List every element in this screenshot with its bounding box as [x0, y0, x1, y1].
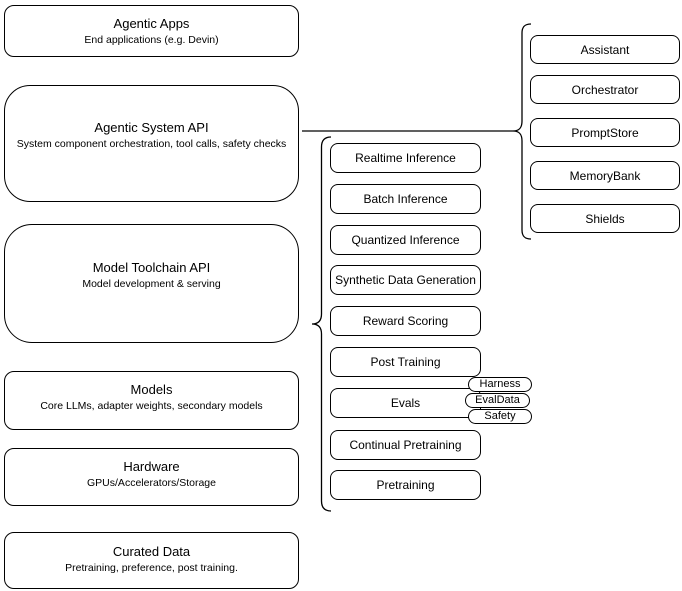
- node-continual-pretraining: Continual Pretraining: [330, 430, 481, 460]
- node-subtitle: Pretraining, preference, post training.: [65, 562, 238, 574]
- node-hardware: Hardware GPUs/Accelerators/Storage: [4, 448, 299, 506]
- node-title: Model Toolchain API: [92, 259, 211, 275]
- tag-evaldata: EvalData: [465, 393, 530, 408]
- node-orchestrator: Orchestrator: [530, 75, 680, 104]
- toolchain-brace: [311, 136, 332, 512]
- node-model-toolchain-api: Model Toolchain API Model development & …: [4, 224, 299, 343]
- node-synthetic-data-generation: Synthetic Data Generation: [330, 265, 481, 295]
- node-evals: Evals: [330, 388, 481, 418]
- node-title: Agentic Apps: [113, 15, 190, 31]
- node-subtitle: End applications (e.g. Devin): [84, 33, 219, 46]
- node-title: Hardware: [123, 459, 180, 474]
- node-memorybank: MemoryBank: [530, 161, 680, 190]
- node-agentic-apps: Agentic Apps End applications (e.g. Devi…: [4, 5, 299, 57]
- node-curated-data: Curated Data Pretraining, preference, po…: [4, 532, 299, 589]
- node-realtime-inference: Realtime Inference: [330, 143, 481, 173]
- node-subtitle: GPUs/Accelerators/Storage: [87, 477, 216, 489]
- node-batch-inference: Batch Inference: [330, 184, 481, 214]
- tag-safety: Safety: [468, 409, 532, 424]
- node-subtitle: System component orchestration, tool cal…: [16, 137, 287, 150]
- node-subtitle: Core LLMs, adapter weights, secondary mo…: [40, 399, 263, 412]
- node-subtitle: Model development & serving: [82, 277, 221, 290]
- node-title: Models: [130, 381, 173, 397]
- node-pretraining: Pretraining: [330, 470, 481, 500]
- node-models: Models Core LLMs, adapter weights, secon…: [4, 371, 299, 430]
- node-promptstore: PromptStore: [530, 118, 680, 147]
- node-assistant: Assistant: [530, 35, 680, 64]
- node-shields: Shields: [530, 204, 680, 233]
- node-reward-scoring: Reward Scoring: [330, 306, 481, 336]
- node-title: Curated Data: [112, 544, 191, 559]
- tag-harness: Harness: [468, 377, 532, 392]
- node-post-training: Post Training: [330, 347, 481, 377]
- node-title: Agentic System API: [94, 119, 209, 135]
- node-agentic-system-api: Agentic System API System component orch…: [4, 85, 299, 202]
- node-quantized-inference: Quantized Inference: [330, 225, 481, 255]
- system-components-brace: [512, 23, 532, 240]
